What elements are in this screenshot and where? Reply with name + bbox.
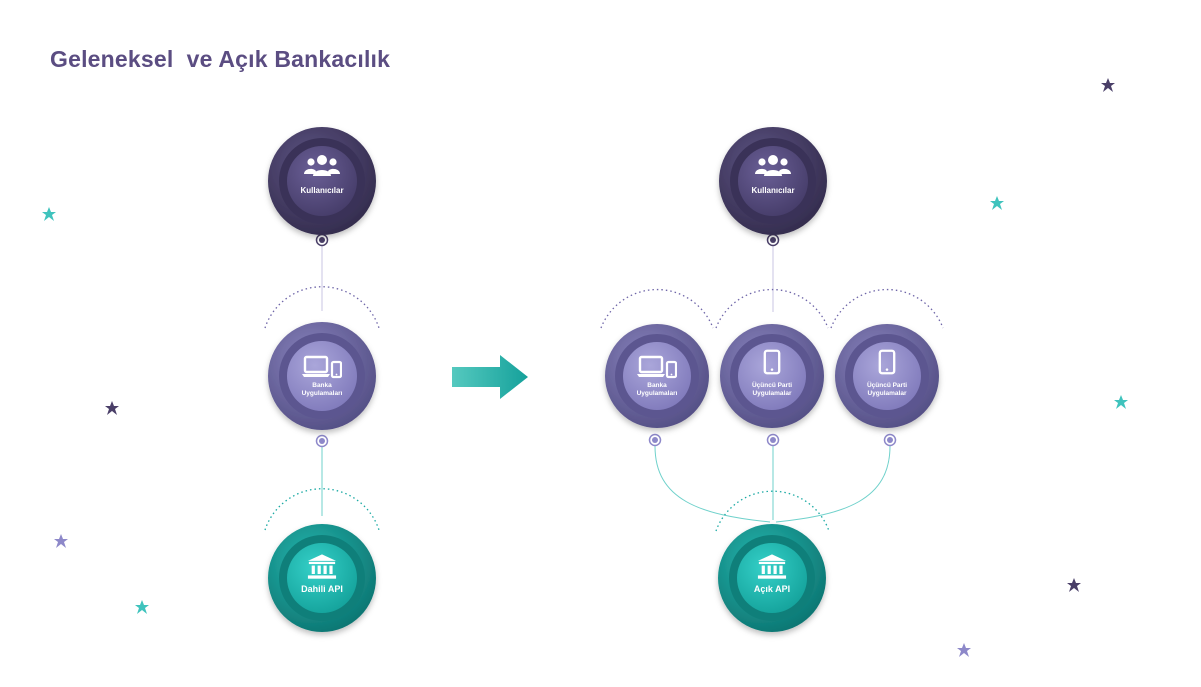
star-icon [135, 600, 149, 614]
star-icon [105, 401, 119, 415]
third-party-label-line1: Üçüncü Parti [752, 380, 792, 389]
transition-arrow-icon [452, 355, 528, 399]
open-bank-apps-node: Banka Uygulamaları [605, 324, 709, 428]
traditional-bank-apps-node: Banka Uygulamaları [268, 322, 376, 430]
third-party-label-line2: Uygulamalar [867, 390, 906, 397]
open-third-party-apps-node-1: Üçüncü Parti Uygulamalar [720, 324, 824, 428]
open-api-node: Açık API [718, 524, 826, 632]
star-icon [1101, 78, 1115, 92]
traditional-users-node: Kullanıcılar [268, 127, 376, 235]
bank-apps-label-line2: Uygulamaları [637, 390, 678, 397]
connectors [264, 233, 944, 532]
star-icon [54, 534, 68, 548]
star-icon [957, 643, 971, 657]
bank-apps-label-line1: Banka [647, 382, 667, 389]
star-icon [42, 207, 56, 221]
star-icon [1067, 578, 1081, 592]
open-api-label: Açık API [754, 584, 790, 594]
star-icon [990, 196, 1004, 210]
third-party-label-line2: Uygulamalar [752, 390, 791, 397]
decorative-stars [42, 78, 1128, 657]
star-icon [1114, 395, 1128, 409]
traditional-api-node: Dahili API [268, 524, 376, 632]
open-users-node: Kullanıcılar [719, 127, 827, 235]
third-party-label-line1: Üçüncü Parti [867, 380, 907, 389]
internal-api-label: Dahili API [301, 584, 343, 594]
open-third-party-apps-node-2: Üçüncü Parti Uygulamalar [835, 324, 939, 428]
bank-apps-label-line2: Uygulamaları [302, 390, 343, 397]
page-title: Geleneksel ve Açık Bankacılık [50, 46, 391, 72]
users-label: Kullanıcılar [751, 186, 794, 195]
users-label: Kullanıcılar [300, 186, 343, 195]
bank-apps-label-line1: Banka [312, 382, 332, 389]
